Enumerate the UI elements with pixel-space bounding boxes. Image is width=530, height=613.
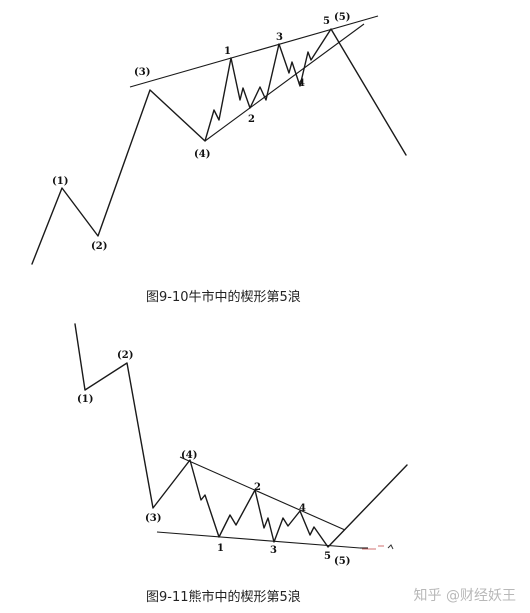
- bull-figure-caption: 图9-10牛市中的楔形第5浪: [146, 290, 301, 305]
- bear-label-sub-5: 5: [324, 551, 331, 562]
- bull-label-sub-1: 1: [224, 46, 231, 57]
- watermark: 知乎 @财经妖王: [413, 588, 516, 604]
- bull-label-sub-3: 3: [276, 32, 283, 43]
- bull-label-sub-5: 5: [323, 16, 330, 27]
- bull-label-sub-4: 4: [298, 78, 305, 89]
- bear-lower-trendline: [156, 531, 361, 549]
- bull-lower-trendline: [204, 23, 365, 142]
- bear-label-sub-2: 2: [254, 482, 261, 493]
- bear-label-sub-1: 1: [217, 543, 224, 554]
- bull-label-wave-2: (2): [91, 241, 107, 252]
- bear-upper-trendline: [179, 456, 346, 531]
- bull-label-wave-4: (4): [194, 149, 210, 160]
- bear-label-wave-5: (5): [334, 556, 350, 567]
- bear-label-sub-4: 4: [299, 503, 306, 514]
- bull-upper-trendline: [129, 15, 379, 88]
- bull-label-wave-3: (3): [134, 67, 150, 78]
- bull-wedge-diagram: (1) (2) (3) (4) 1 2 3 4 5 (5): [31, 12, 407, 265]
- bear-label-wave-4: (4): [181, 450, 197, 461]
- bear-label-sub-3: 3: [270, 545, 277, 556]
- bull-label-wave-1: (1): [52, 176, 68, 187]
- bear-label-wave-1: (1): [77, 394, 93, 405]
- bear-trendline-arrow: [387, 544, 394, 550]
- bull-label-sub-2: 2: [248, 114, 255, 125]
- bear-figure-caption: 图9-11熊市中的楔形第5浪: [146, 590, 301, 605]
- bear-wave-path: [74, 323, 408, 548]
- bear-label-wave-3: (3): [145, 513, 161, 524]
- bull-wave-path: [31, 28, 407, 265]
- bull-label-wave-5: (5): [334, 12, 350, 23]
- bear-label-wave-2: (2): [117, 350, 133, 361]
